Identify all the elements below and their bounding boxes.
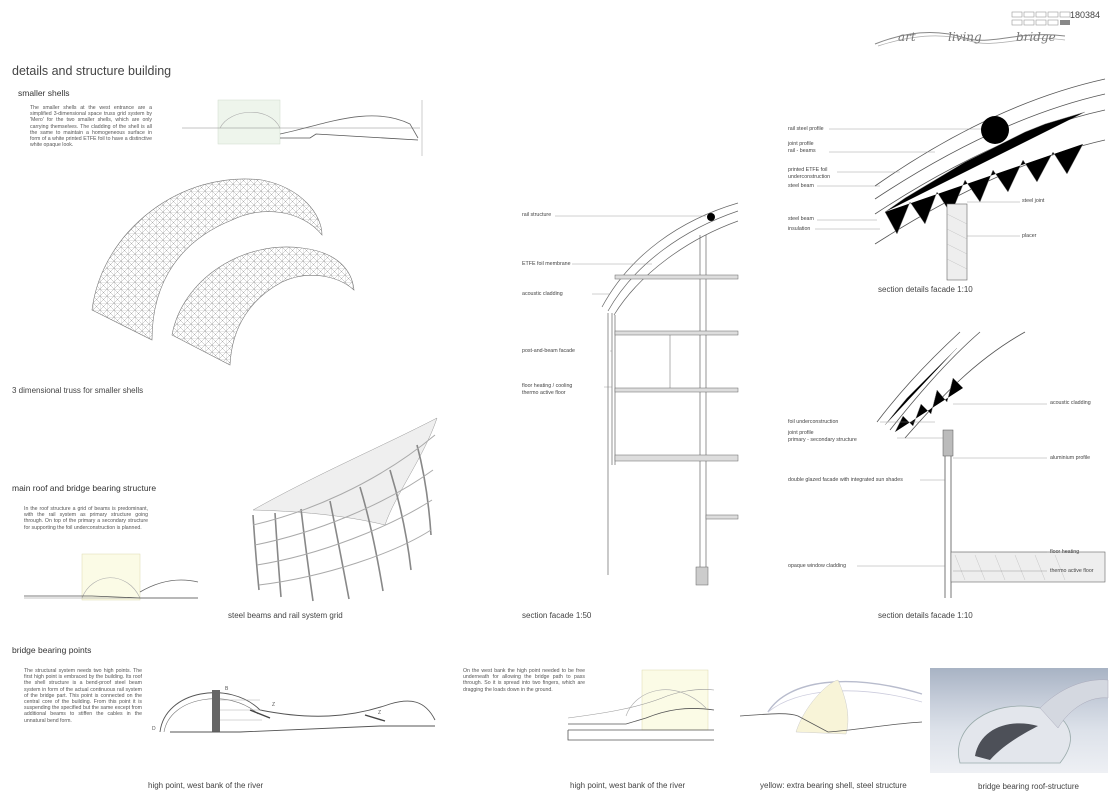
- main-roof-text: In the roof structure a grid of beams is…: [24, 506, 148, 531]
- svg-text:Z: Z: [378, 710, 381, 716]
- label-steel-beam-1: steel beam: [788, 183, 814, 189]
- smaller-shells-text: The smaller shells at the west entrance …: [30, 105, 152, 149]
- label-thermo-active: thermo active floor: [522, 390, 566, 396]
- logo-wave-icon: [874, 32, 1066, 47]
- label-rail-structure: rail structure: [522, 212, 552, 218]
- label-foil-underconstruction: foil underconstruction: [788, 419, 839, 425]
- smaller-shells-elevation: [182, 99, 423, 156]
- roof-render-shapes: [958, 679, 1109, 764]
- section-facade-drawing: [555, 202, 739, 586]
- detail-bottom-drawing: [857, 331, 1106, 598]
- label-etfe-foil: ETFE foil membrane: [522, 261, 571, 267]
- project-id: 180384: [1069, 10, 1100, 20]
- label-joint-profile: joint profile: [788, 141, 814, 147]
- label-primary-secondary: primary - secondary structure: [788, 437, 857, 443]
- logo-word-3: bridge: [1016, 30, 1056, 44]
- label-floor-heating-2: floor heating: [1050, 549, 1080, 555]
- logo-word-1: art: [898, 30, 916, 44]
- label-double-glazed: double glazed facade with integrated sun…: [788, 477, 903, 483]
- svg-text:Z: Z: [272, 702, 275, 708]
- smaller-shells-heading: smaller shells: [18, 88, 70, 98]
- label-printed-etfe: printed ETFE foil: [788, 167, 828, 173]
- label-placer: placer: [1022, 233, 1037, 239]
- label-floor-heating: floor heating / cooling: [522, 383, 573, 389]
- steel-beams-caption: steel beams and rail system grid: [228, 611, 343, 620]
- label-joint-profile-2: joint profile: [788, 430, 814, 436]
- bridge-points-heading: bridge bearing points: [12, 645, 92, 655]
- label-opaque-window: opaque window cladding: [788, 563, 847, 569]
- page-thumbnails: [1011, 11, 1071, 26]
- svg-text:B: B: [225, 686, 229, 692]
- bridge-points-text-left: The structural system needs two high poi…: [24, 668, 142, 724]
- high-point-elevation: [567, 669, 715, 741]
- label-underconstruction: underconstruction: [788, 174, 831, 180]
- bridge-points-text-right: On the west bank the high point needed t…: [463, 668, 585, 693]
- svg-text:D: D: [152, 726, 156, 732]
- steel-beam-grid-drawing: [252, 417, 438, 602]
- smaller-shells-caption: 3 dimensional truss for smaller shells: [12, 386, 144, 395]
- shell-truss-drawing: [91, 178, 355, 366]
- caption-high-point-2: high point, west bank of the river: [570, 781, 686, 790]
- caption-roof-structure: bridge bearing roof-structure: [978, 782, 1079, 791]
- roof-structure-render: [930, 668, 1109, 773]
- logo-word-2: living: [948, 30, 982, 44]
- label-aluminium-profile: aluminium profile: [1050, 455, 1091, 461]
- caption-extra-shell: yellow: extra bearing shell, steel struc…: [760, 781, 907, 790]
- section-facade-caption: section facade 1:50: [522, 611, 592, 620]
- label-acoustic-cladding: acoustic cladding: [522, 291, 563, 297]
- main-roof-elevation: [24, 553, 199, 601]
- label-rail-steel-profile: rail steel profile: [788, 126, 824, 132]
- extra-bearing-shell-drawing: [739, 679, 923, 735]
- label-insulation: insulation: [788, 226, 811, 232]
- label-acoustic-cladding-2: acoustic cladding: [1050, 400, 1091, 406]
- label-steel-joint: steel joint: [1022, 198, 1045, 204]
- label-rail-beams: rail - beams: [788, 148, 816, 154]
- detail-top-drawing: [815, 78, 1106, 281]
- main-roof-heading: main roof and bridge bearing structure: [12, 483, 157, 493]
- detail-bottom-caption: section details facade 1:10: [878, 611, 973, 620]
- bridge-bearing-section: B Z Z D: [152, 686, 436, 733]
- label-steel-beam-2: steel beam: [788, 216, 814, 222]
- detail-top-caption: section details facade 1:10: [878, 285, 973, 294]
- thumbnail-nav: [1011, 11, 1076, 34]
- caption-high-point-1: high point, west bank of the river: [148, 781, 264, 790]
- label-post-beam: post-and-beam facade: [522, 348, 576, 354]
- page-title: details and structure building: [12, 64, 172, 78]
- logo: art living bridge: [870, 24, 1070, 50]
- label-thermo-active-2: thermo active floor: [1050, 568, 1094, 574]
